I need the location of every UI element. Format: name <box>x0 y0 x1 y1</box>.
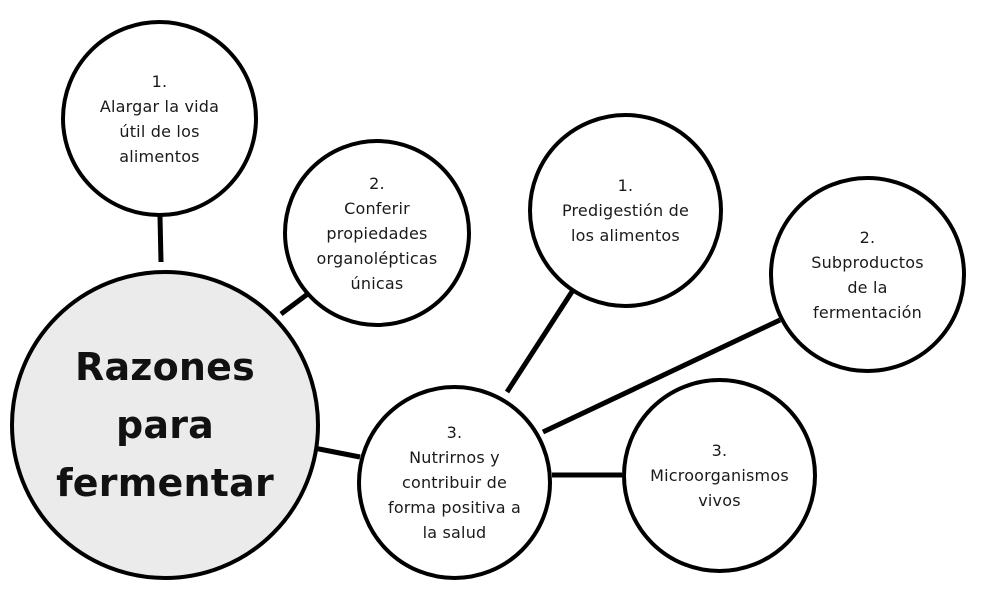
node-number: 3. <box>446 423 463 442</box>
node-label: Nutrirnos y contribuir de forma positiva… <box>387 448 521 542</box>
node-2-organoleptic: 2. Conferir propiedades organolépticas ú… <box>283 139 471 327</box>
subnode-number: 2. <box>859 227 876 247</box>
connector-central-to-node-1 <box>157 215 164 263</box>
connector-node-3-to-subnode-2 <box>541 317 782 435</box>
subnode-label: Predigestión de los alimentos <box>561 201 690 245</box>
node-number: 1. <box>151 71 168 91</box>
node-1-shelf-life: 1. Alargar la vida útil de los alimentos <box>61 20 258 217</box>
node-label: Conferir propiedades organolépticas únic… <box>316 198 438 293</box>
node-3-nutrition-health: 3. Nutrirnos y contribuir de forma posit… <box>357 385 552 580</box>
subnode-2-byproducts: 2. Subproductos de la fermentación <box>769 176 966 373</box>
node-number: 2. <box>369 173 385 193</box>
subnode-number: 1. <box>617 176 634 195</box>
subnode-1-predigestion: 1. Predigestión de los alimentos <box>528 113 723 308</box>
central-node: Razones para fermentar <box>10 270 320 580</box>
central-node-label: Razones para fermentar <box>56 345 274 505</box>
connector-node-3-to-subnode-1 <box>504 285 578 394</box>
subnode-label: Subproductos de la fermentación <box>811 252 924 322</box>
connector-central-to-node-2 <box>279 291 311 316</box>
subnode-label: Microorganismos vivos <box>650 466 789 510</box>
subnode-3-live-microorganisms: 3. Microorganismos vivos <box>622 378 817 573</box>
connector-central-to-node-3 <box>313 445 361 460</box>
node-label: Alargar la vida útil de los alimentos <box>99 96 220 166</box>
subnode-number: 3. <box>711 441 728 460</box>
